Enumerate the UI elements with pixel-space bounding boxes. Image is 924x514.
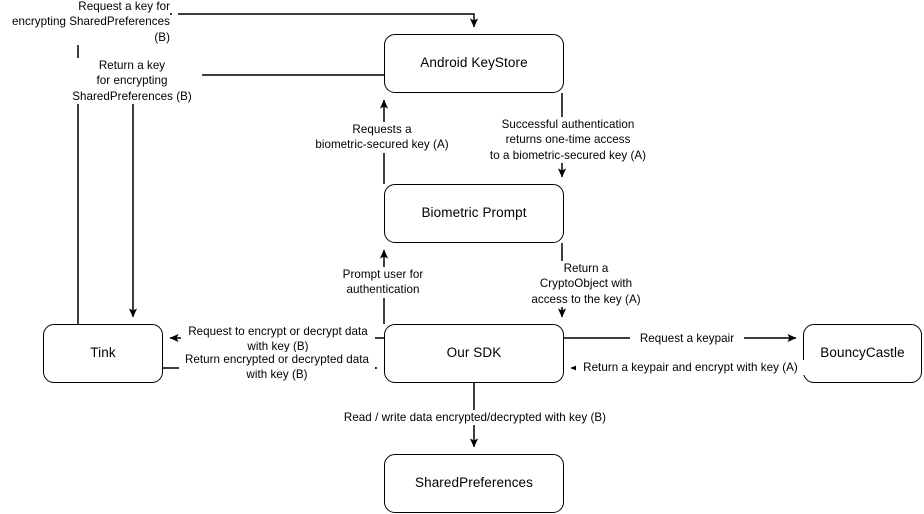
node-label: Biometric Prompt — [421, 205, 527, 221]
edge-label-return-key-sharedprefs: Return a key for encrypting SharedPrefer… — [62, 58, 202, 104]
edge-label-request-keypair: Request a keypair — [630, 331, 744, 347]
edge-label-request-key-sharedprefs: Request a key for encrypting SharedPrefe… — [0, 0, 170, 45]
edge-label-return-cryptoobject: Return a CryptoObject with access to the… — [525, 261, 647, 307]
node-bouncy-castle[interactable]: BouncyCastle — [803, 324, 922, 383]
edge-label-return-keypair-encrypt: Return a keypair and encrypt with key (A… — [576, 360, 805, 376]
edge-label-read-write-data: Read / write data encrypted/decrypted wi… — [337, 410, 613, 426]
edge-label-successful-auth: Successful authentication returns one-ti… — [488, 117, 648, 163]
node-label: Our SDK — [446, 345, 502, 361]
node-shared-preferences[interactable]: SharedPreferences — [384, 454, 564, 513]
node-label: BouncyCastle — [820, 345, 905, 361]
edge-label-request-encrypt-decrypt: Request to encrypt or decrypt data with … — [181, 324, 375, 355]
node-label: SharedPreferences — [414, 475, 534, 491]
node-tink[interactable]: Tink — [43, 324, 163, 383]
edge-label-return-encrypted-decrypted: Return encrypted or decrypted data with … — [179, 352, 375, 383]
edge-label-prompt-user-authentication: Prompt user for authentication — [323, 267, 443, 298]
connector-return-key-sharedprefs — [133, 74, 384, 317]
node-android-keystore[interactable]: Android KeyStore — [384, 34, 564, 93]
node-label: Tink — [90, 345, 116, 361]
node-label: Android KeyStore — [420, 55, 528, 71]
edge-label-requests-biometric-key: Requests a biometric-secured key (A) — [315, 122, 449, 153]
node-biometric-prompt[interactable]: Biometric Prompt — [384, 184, 564, 243]
node-our-sdk[interactable]: Our SDK — [384, 324, 564, 383]
